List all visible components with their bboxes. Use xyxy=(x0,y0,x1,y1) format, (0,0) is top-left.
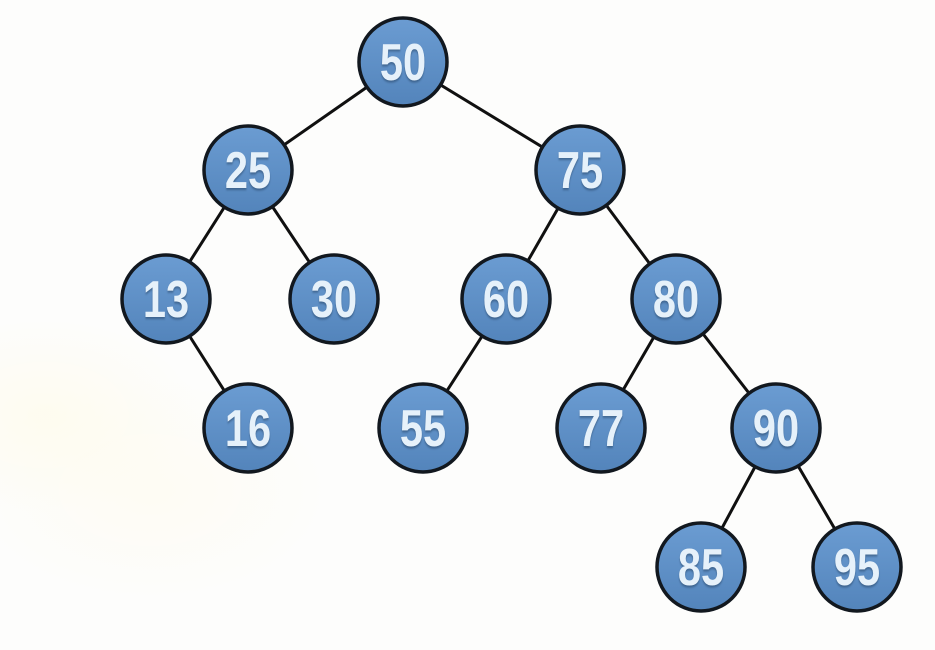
tree-node-50: 50 xyxy=(357,16,449,108)
tree-node-55: 55 xyxy=(377,382,469,474)
node-circle xyxy=(202,124,294,216)
node-value: 16 xyxy=(225,399,271,458)
node-value: 90 xyxy=(753,399,799,458)
tree-node-85: 85 xyxy=(655,521,747,613)
node-value: 60 xyxy=(483,270,529,329)
tree-node-30: 30 xyxy=(288,253,380,345)
node-circle xyxy=(357,16,449,108)
node-circle xyxy=(630,253,722,345)
node-circle xyxy=(555,382,647,474)
node-circle xyxy=(730,382,822,474)
node-value: 80 xyxy=(653,270,699,329)
node-circle xyxy=(655,521,747,613)
node-value: 25 xyxy=(225,141,271,200)
node-value: 50 xyxy=(380,33,426,92)
node-circle xyxy=(460,253,552,345)
tree-node-90: 90 xyxy=(730,382,822,474)
node-value: 95 xyxy=(834,538,880,597)
node-value: 85 xyxy=(678,538,724,597)
node-value: 13 xyxy=(143,270,189,329)
node-value: 75 xyxy=(557,141,603,200)
node-value: 77 xyxy=(578,399,624,458)
node-circle xyxy=(377,382,469,474)
tree-node-77: 77 xyxy=(555,382,647,474)
tree-node-13: 13 xyxy=(120,253,212,345)
node-circle xyxy=(534,124,626,216)
node-value: 55 xyxy=(400,399,446,458)
node-circle xyxy=(811,521,903,613)
node-circle xyxy=(288,253,380,345)
node-value: 30 xyxy=(311,270,357,329)
node-circle xyxy=(120,253,212,345)
tree-node-60: 60 xyxy=(460,253,552,345)
node-circle xyxy=(202,382,294,474)
tree-node-75: 75 xyxy=(534,124,626,216)
tree-node-80: 80 xyxy=(630,253,722,345)
tree-node-25: 25 xyxy=(202,124,294,216)
tree-node-16: 16 xyxy=(202,382,294,474)
tree-node-95: 95 xyxy=(811,521,903,613)
